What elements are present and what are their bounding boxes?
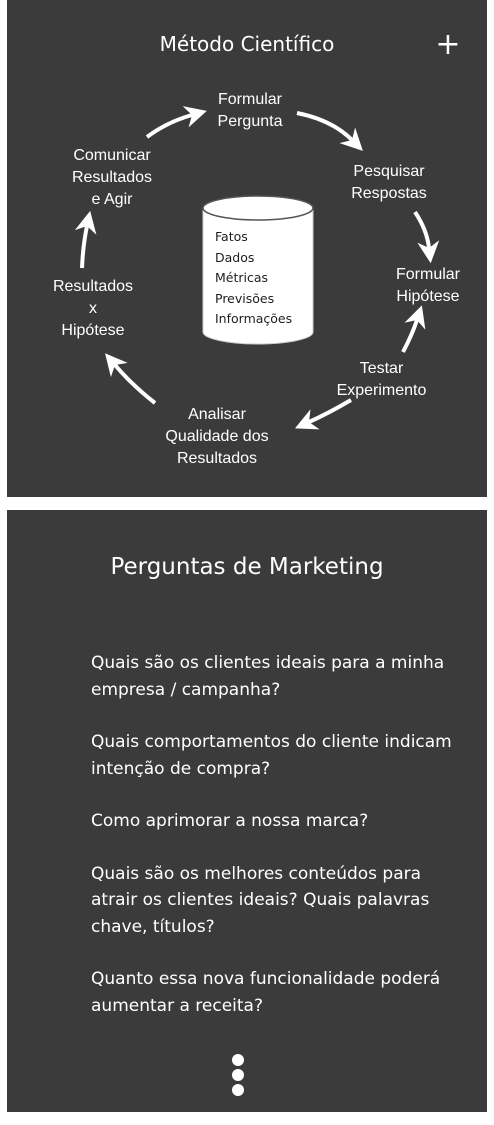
question-item: Como aprimorar a nossa marca? [91,811,369,831]
step-comunicar-resultados: Comunicar Resultados e Agir [71,147,153,208]
marketing-title: Perguntas de Marketing [110,554,384,580]
cylinder-item: Informações [215,311,293,326]
arrow-resultados-to-comunicar [74,210,97,269]
question-item: Quanto essa nova funcionalidade poderá a… [91,969,441,1016]
method-cycle-diagram [74,106,440,430]
data-cylinder [202,195,314,345]
marketing-questions-card: Perguntas de Marketing Quais são os clie… [7,510,487,1112]
arrow-pesquisar-to-hipotese [413,210,440,264]
more-vertical-icon[interactable] [228,1054,248,1098]
cylinder-item: Fatos [215,229,248,244]
cylinder-item: Previsões [215,290,275,306]
arrow-comunicar-to-pergunta [145,106,207,139]
step-formular-hipotese: Formular Hipótese [395,266,460,305]
step-pesquisar-respostas: Pesquisar Respostas [351,163,427,202]
step-testar-experimento: Testar Experimento [336,360,427,399]
step-analisar-qualidade: Analisar Qualidade dos Resultados [165,406,269,467]
arrow-pergunta-to-pesquisar [296,111,363,151]
question-item: Quais são os melhores conteúdos para atr… [91,863,430,937]
cylinder-item: Dados [215,249,255,265]
arrow-hipotese-to-testar [401,305,426,353]
step-formular-pergunta: Formular Pergunta [217,91,283,130]
arrow-testar-to-analisar [294,398,353,430]
cylinder-item: Métricas [215,270,269,285]
step-resultados-x-hipotese: Resultados x Hipótese [52,278,134,339]
cylinder-item-list: Fatos Dados Métricas Previsões Informaçõ… [215,227,307,330]
plus-icon[interactable]: + [435,27,461,62]
scientific-method-card: Método Científico + Fatos Dados Métricas… [7,0,487,497]
arrow-analisar-to-resultados [105,353,157,405]
method-title: Método Científico [159,32,335,56]
question-item: Quais são os clientes ideais para a minh… [91,653,445,700]
question-list: Quais são os clientes ideais para a minh… [91,650,461,1045]
question-item: Quais comportamentos do cliente indicam … [91,732,452,779]
